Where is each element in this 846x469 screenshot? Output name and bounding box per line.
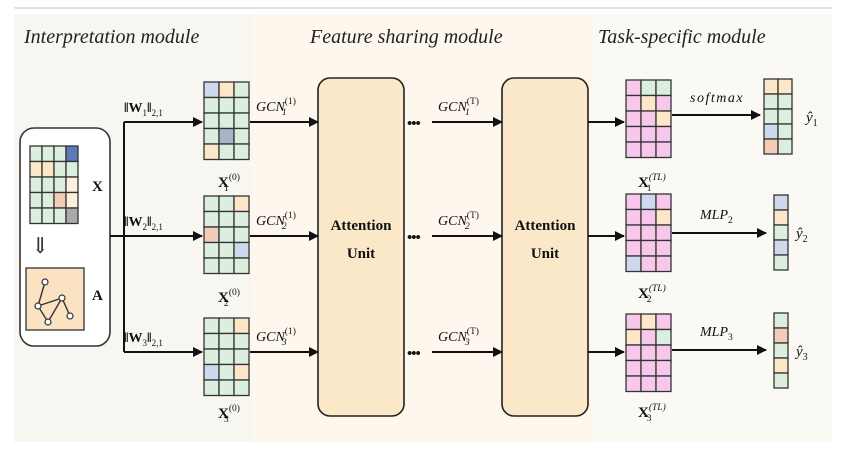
graph-icon <box>34 278 74 326</box>
gcn-last-label-2: GCN(T)2 <box>438 210 479 232</box>
attention-unit-sublabel-2: Unit <box>531 246 559 262</box>
gcn-first-label-3: GCN(1)3 <box>256 326 296 348</box>
feature-matrix-x <box>29 145 79 225</box>
x0-matrix-2 <box>203 195 250 275</box>
xtl-matrix-2 <box>625 193 672 273</box>
attention-unit-box-1 <box>317 77 405 417</box>
x-label: X <box>92 179 103 195</box>
xtl-label-1: X(TL)1 <box>638 172 666 194</box>
interpretation-module-title: Interpretation module <box>24 26 200 48</box>
attention-unit-box-2 <box>501 77 589 417</box>
gcn-first-label-2: GCN(1)2 <box>256 210 296 232</box>
x0-label-2: X(0)2 <box>218 287 240 309</box>
weight-norm-label-3: ‖W3‖2,1 <box>124 331 163 348</box>
attention-unit-sublabel-1: Unit <box>347 246 375 262</box>
x0-label-3: X(0)3 <box>218 403 240 425</box>
head-label-3: MLP3 <box>699 325 733 343</box>
gcn-last-label-1: GCN(T)1 <box>438 96 479 118</box>
ellipsis-3: ••• <box>407 346 421 362</box>
x0-matrix-1 <box>203 81 250 161</box>
ellipsis-1: ••• <box>407 116 421 132</box>
x0-label-1: X(0)1 <box>218 172 240 194</box>
output-vector-3 <box>773 312 789 389</box>
task-specific-module-title: Task-specific module <box>598 26 766 48</box>
attention-unit-label-1: Attention <box>331 218 392 234</box>
output-label-3: ŷ3 <box>794 344 808 363</box>
adjacency-graph-panel <box>25 267 85 331</box>
xtl-matrix-1 <box>625 79 672 159</box>
feature-sharing-module-title: Feature sharing module <box>310 26 503 48</box>
weight-norm-label-2: ‖W2‖2,1 <box>124 215 163 232</box>
output-label-2: ŷ2 <box>794 226 808 245</box>
gcn-last-label-3: GCN(T)3 <box>438 326 479 348</box>
ellipsis-2: ••• <box>407 230 421 246</box>
x0-matrix-3 <box>203 317 250 397</box>
head-label-1: softmax <box>690 91 744 106</box>
output-vector-2 <box>773 194 789 271</box>
a-label: A <box>92 288 103 304</box>
attention-unit-label-2: Attention <box>515 218 576 234</box>
output-matrix-1 <box>763 78 793 155</box>
xtl-matrix-3 <box>625 313 672 393</box>
output-label-1: ŷ1 <box>804 110 818 129</box>
xtl-label-3: X(TL)3 <box>638 402 666 424</box>
xtl-label-2: X(TL)2 <box>638 283 666 305</box>
gcn-first-label-1: GCN(1)1 <box>256 96 296 118</box>
down-arrow-icon: ⇓ <box>31 233 49 258</box>
weight-norm-label-1: ‖W1‖2,1 <box>124 101 163 118</box>
head-label-2: MLP2 <box>699 208 733 226</box>
